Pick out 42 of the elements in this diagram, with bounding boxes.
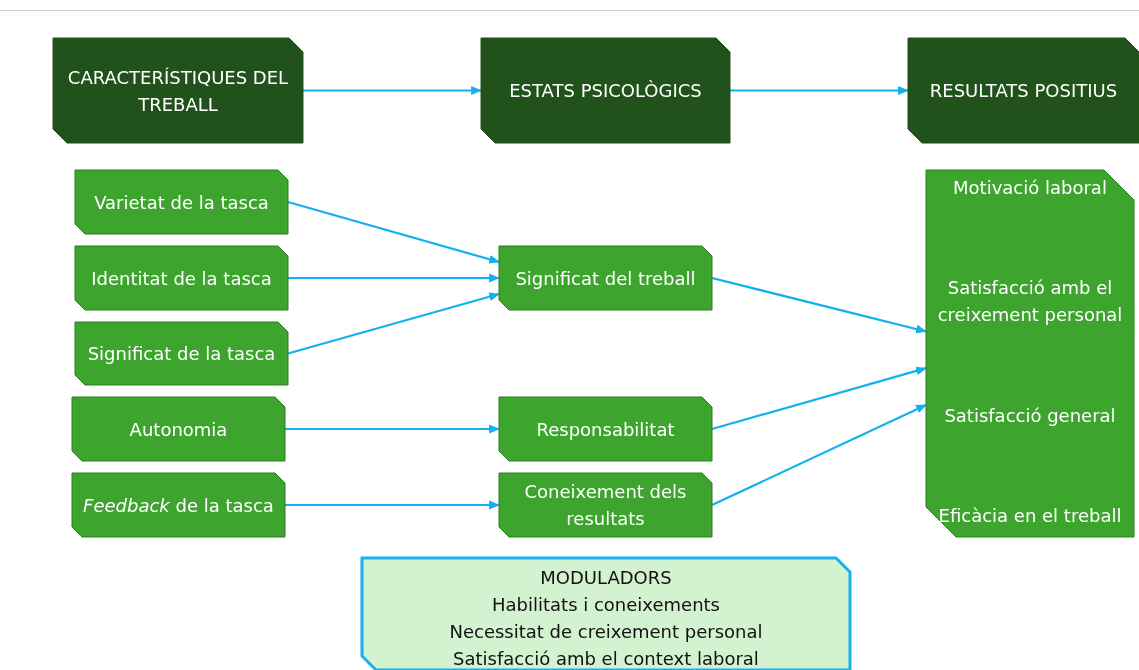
- arrow: [711, 403, 927, 506]
- node-text: Habilitats i coneixements: [492, 593, 720, 617]
- heading-box: [908, 38, 1139, 143]
- node-text: CARACTERÍSTIQUES DEL TREBALL: [66, 65, 290, 117]
- node-text: Coneixement dels resultats: [523, 480, 688, 531]
- node-text: RESULTATS POSITIUS: [929, 79, 1118, 103]
- process-box: [75, 246, 288, 310]
- arrow: [303, 86, 483, 95]
- arrow: [711, 276, 928, 334]
- process-box: [72, 397, 285, 461]
- arrow: [287, 200, 501, 264]
- node-text: Significat del treball: [515, 266, 696, 291]
- process-box: [72, 473, 285, 537]
- results-box: [926, 170, 1134, 537]
- arrow: [285, 424, 501, 434]
- process-box: [75, 170, 288, 234]
- node-text: Eficàcia en el treball: [938, 504, 1122, 528]
- node-text: Satisfacció general: [944, 403, 1116, 428]
- heading-box: [53, 38, 303, 143]
- process-box: [499, 473, 712, 537]
- node-text: Satisfacció amb el creixement personal: [936, 276, 1124, 328]
- node-text: Motivació laboral: [953, 176, 1107, 200]
- heading-box: [481, 38, 730, 143]
- arrow: [711, 366, 928, 431]
- node-text: Significat de la tasca: [87, 342, 276, 366]
- node-text: Feedback de la tasca: [83, 493, 274, 518]
- node-text: Varietat de la tasca: [94, 190, 269, 215]
- modulators-box: [362, 558, 850, 670]
- node-text: ESTATS PSICOLÒGICS: [509, 79, 702, 103]
- box-heading: MODULADORS: [540, 566, 672, 590]
- node-text: Autonomia: [129, 417, 228, 442]
- arrow: [287, 292, 501, 355]
- arrow: [288, 273, 501, 283]
- process-box: [499, 246, 712, 310]
- process-box: [75, 322, 288, 385]
- node-text: Responsabilitat: [536, 417, 675, 442]
- node-text: Satisfacció amb el context laboral: [453, 647, 759, 670]
- arrow: [285, 500, 501, 510]
- process-box: [499, 397, 712, 461]
- node-text: Identitat de la tasca: [91, 266, 272, 291]
- arrow: [730, 86, 910, 95]
- node-text: Necessitat de creixement personal: [449, 620, 763, 644]
